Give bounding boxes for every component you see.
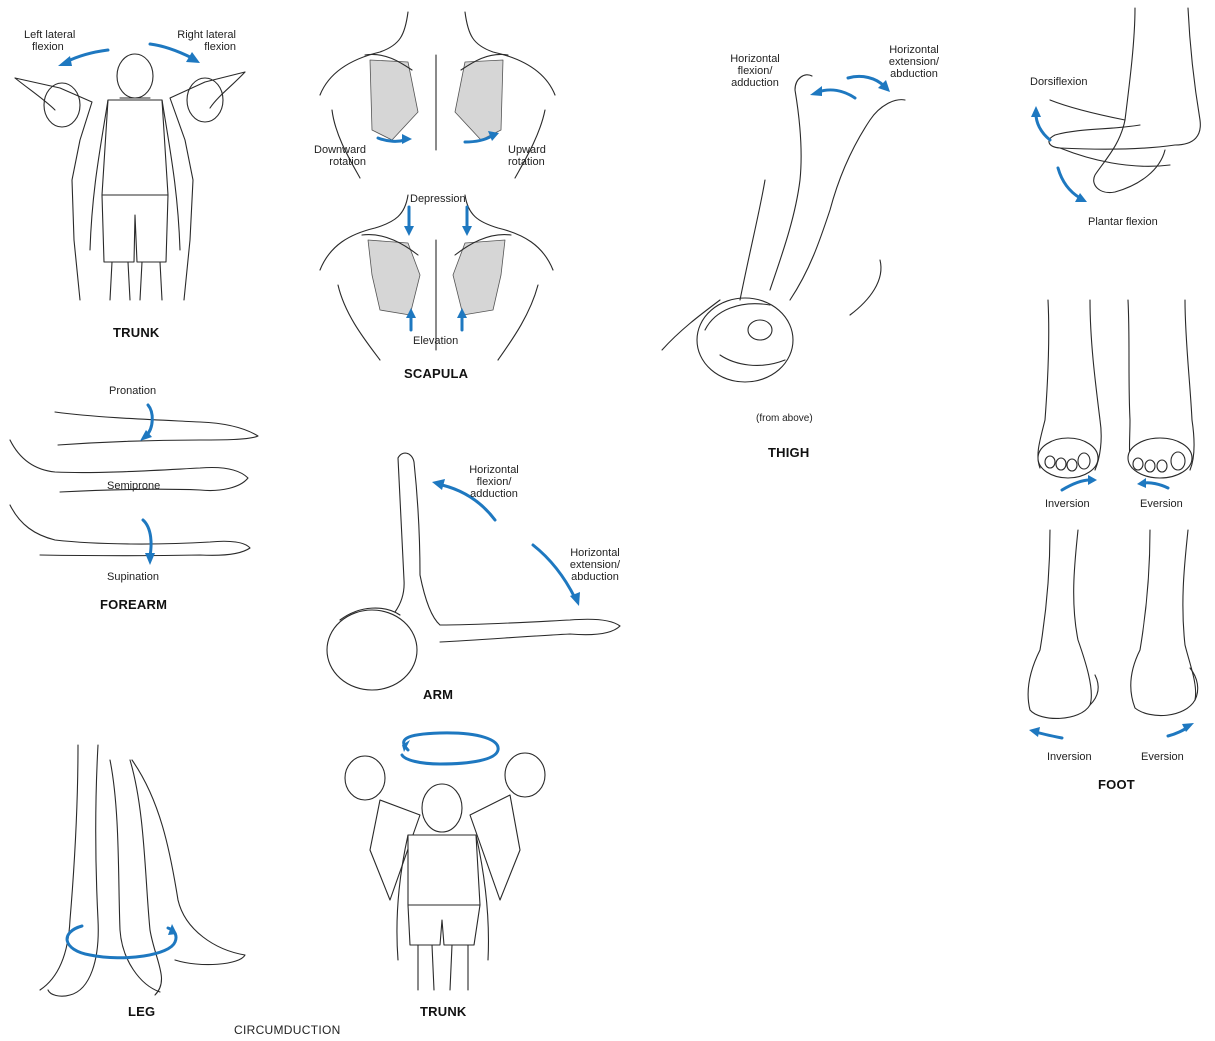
label-line: flexion bbox=[166, 41, 236, 53]
label-upward-rotation: Upward rotation bbox=[508, 144, 546, 168]
label-line: Horizontal bbox=[878, 44, 950, 56]
label-eversion-toes: Eversion bbox=[1140, 498, 1183, 510]
label-line: Left lateral bbox=[24, 29, 75, 41]
title-trunk-lateral: TRUNK bbox=[113, 325, 160, 340]
label-depression: Depression bbox=[410, 193, 466, 205]
label-line: rotation bbox=[508, 156, 546, 168]
label-arm-horizontal-extension: Horizontal extension/ abduction bbox=[560, 547, 630, 583]
title-thigh: THIGH bbox=[768, 445, 809, 460]
label-elevation: Elevation bbox=[413, 335, 458, 347]
label-eversion-heel: Eversion bbox=[1141, 751, 1184, 763]
label-right-lateral-flexion: Right lateral flexion bbox=[166, 29, 236, 53]
trunk-lateral-figure bbox=[15, 54, 245, 300]
label-arm-horizontal-flexion: Horizontal flexion/ adduction bbox=[454, 464, 534, 500]
label-thigh-horizontal-extension: Horizontal extension/ abduction bbox=[878, 44, 950, 80]
label-line: rotation bbox=[300, 156, 366, 168]
label-line: Upward bbox=[508, 144, 546, 156]
label-inversion-heel: Inversion bbox=[1047, 751, 1092, 763]
label-semiprone: Semiprone bbox=[107, 480, 160, 492]
label-from-above: (from above) bbox=[756, 413, 813, 425]
label-line: Right lateral bbox=[166, 29, 236, 41]
title-forearm: FOREARM bbox=[100, 597, 167, 612]
label-line: Horizontal bbox=[454, 464, 534, 476]
trunk-circumduction-figure bbox=[345, 753, 545, 990]
label-line: extension/ bbox=[560, 559, 630, 571]
label-plantar-flexion: Plantar flexion bbox=[1088, 216, 1158, 228]
label-line: adduction bbox=[454, 488, 534, 500]
foot-heel-figure bbox=[1028, 530, 1198, 718]
label-line: flexion bbox=[24, 41, 75, 53]
label-line: Horizontal bbox=[560, 547, 630, 559]
label-line: adduction bbox=[720, 77, 790, 89]
label-pronation: Pronation bbox=[109, 385, 156, 397]
foot-flexion-figure bbox=[1049, 8, 1200, 193]
label-dorsiflexion: Dorsiflexion bbox=[1030, 76, 1087, 88]
thigh-figure bbox=[662, 75, 905, 382]
label-left-lateral-flexion: Left lateral flexion bbox=[24, 29, 75, 53]
caption-circumduction: CIRCUMDUCTION bbox=[234, 1023, 341, 1037]
label-line: Horizontal bbox=[720, 53, 790, 65]
title-leg: LEG bbox=[128, 1004, 155, 1019]
label-line: abduction bbox=[560, 571, 630, 583]
title-arm: ARM bbox=[423, 687, 453, 702]
arrows bbox=[58, 44, 1194, 958]
title-trunk-circumduction: TRUNK bbox=[420, 1004, 467, 1019]
label-inversion-toes: Inversion bbox=[1045, 498, 1090, 510]
label-supination: Supination bbox=[107, 571, 159, 583]
label-thigh-horizontal-flexion: Horizontal flexion/ adduction bbox=[720, 53, 790, 89]
label-line: extension/ bbox=[878, 56, 950, 68]
label-downward-rotation: Downward rotation bbox=[300, 144, 366, 168]
title-scapula: SCAPULA bbox=[404, 366, 468, 381]
label-line: flexion/ bbox=[720, 65, 790, 77]
label-line: abduction bbox=[878, 68, 950, 80]
foot-toes-figure bbox=[1038, 300, 1194, 478]
label-line: flexion/ bbox=[454, 476, 534, 488]
title-foot: FOOT bbox=[1098, 777, 1135, 792]
leg-figure bbox=[40, 745, 245, 996]
label-line: Downward bbox=[300, 144, 366, 156]
